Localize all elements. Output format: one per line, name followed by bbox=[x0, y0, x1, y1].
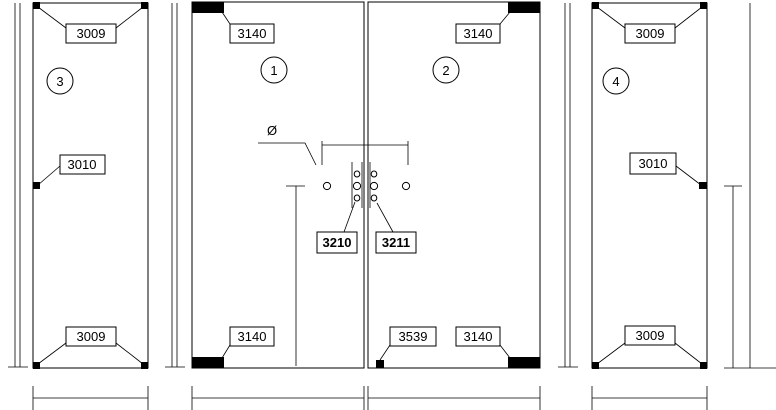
hole-marker bbox=[322, 181, 332, 191]
hole-marker bbox=[370, 194, 378, 202]
bottom-pivot-patch bbox=[508, 357, 540, 368]
door-dimension-right bbox=[558, 3, 578, 368]
handle-label-box bbox=[316, 231, 358, 254]
leader-line bbox=[499, 344, 511, 359]
leader-line bbox=[376, 202, 394, 233]
leader-line bbox=[379, 344, 391, 361]
leader-line bbox=[37, 342, 67, 365]
hinge-clamp bbox=[33, 182, 40, 189]
handle-label-box bbox=[375, 231, 417, 254]
hole-marker bbox=[369, 181, 379, 191]
panel-1: 3140 1 Ø 3210 bbox=[191, 1, 409, 410]
panel-number-circle bbox=[260, 56, 288, 84]
part-label-mid: 3010 bbox=[68, 157, 97, 172]
right-side-dimensions bbox=[724, 3, 776, 369]
bottom-pivot-patch bbox=[192, 357, 224, 368]
hinge-clamp bbox=[699, 182, 707, 189]
leader-line bbox=[115, 6, 144, 29]
part-label-box bbox=[624, 325, 676, 346]
leader-line bbox=[221, 11, 231, 25]
leader-line bbox=[37, 165, 61, 186]
part-label-box bbox=[389, 326, 437, 347]
glass-panel-outline bbox=[591, 2, 708, 369]
panel-number: 3 bbox=[56, 74, 63, 89]
corner-clamp bbox=[700, 2, 707, 9]
top-pivot-patch bbox=[508, 2, 540, 13]
leader-line bbox=[596, 6, 626, 29]
panel-number-circle bbox=[46, 67, 74, 95]
corner-clamp bbox=[592, 362, 599, 369]
glass-panel-outline bbox=[191, 1, 365, 369]
leader-line bbox=[596, 342, 626, 365]
part-label-bottom-right: 3140 bbox=[464, 329, 493, 344]
part-label-box bbox=[629, 152, 677, 175]
panel-number: 2 bbox=[442, 63, 449, 78]
panel-number: 4 bbox=[612, 74, 619, 89]
part-label-bottom: 3009 bbox=[77, 329, 106, 344]
panel-1-bottom-label: 3140 bbox=[221, 326, 275, 359]
corner-clamp bbox=[141, 362, 148, 369]
leader-line bbox=[674, 342, 703, 365]
part-label-box bbox=[59, 154, 106, 175]
part-label-box bbox=[65, 326, 117, 347]
part-label-top: 3140 bbox=[464, 26, 493, 41]
part-label-box bbox=[229, 326, 275, 347]
panel-4: 3009 4 3010 3009 bbox=[591, 2, 708, 410]
part-label-box bbox=[455, 326, 501, 347]
panel-3: 3009 3 3010 3009 bbox=[8, 2, 149, 410]
corner-clamp bbox=[33, 362, 40, 369]
part-label-box bbox=[65, 23, 117, 44]
handle-label: 3210 bbox=[323, 235, 352, 250]
diameter-symbol: Ø bbox=[267, 123, 277, 138]
part-label-top: 3009 bbox=[77, 26, 106, 41]
hole-marker bbox=[401, 181, 411, 191]
glass-panel-outline bbox=[32, 2, 149, 369]
hole-marker bbox=[353, 170, 361, 178]
panel-2: 3140 2 3211 3539 3140 bbox=[367, 1, 541, 410]
hole-marker bbox=[370, 170, 378, 178]
leader-line bbox=[221, 344, 231, 359]
corner-clamp bbox=[700, 362, 707, 369]
leader-line bbox=[115, 342, 144, 365]
part-label-mid: 3010 bbox=[639, 156, 668, 171]
corner-clamp bbox=[592, 2, 599, 9]
panel-number-circle bbox=[602, 67, 630, 95]
part-label-box bbox=[624, 23, 676, 44]
leader-line bbox=[674, 6, 703, 29]
leader-line bbox=[499, 11, 511, 25]
diameter-leader-line bbox=[258, 142, 317, 166]
floor-lock bbox=[376, 360, 384, 368]
leader-line bbox=[37, 6, 67, 29]
panel-number: 1 bbox=[270, 63, 277, 78]
door-dimension-left bbox=[165, 3, 185, 368]
part-label-box bbox=[229, 23, 275, 44]
part-label-bottom: 3140 bbox=[238, 329, 267, 344]
part-label-bottom: 3009 bbox=[636, 328, 665, 343]
handle-label: 3211 bbox=[382, 235, 410, 250]
corner-clamp bbox=[33, 2, 40, 9]
part-label-bottom-left: 3539 bbox=[399, 329, 428, 344]
glass-panel-outline bbox=[367, 1, 541, 369]
leader-line bbox=[675, 165, 702, 186]
part-label-top: 3140 bbox=[238, 26, 267, 41]
hole-marker bbox=[352, 181, 362, 191]
part-label-box bbox=[455, 23, 501, 44]
part-label-top: 3009 bbox=[636, 26, 665, 41]
hole-marker bbox=[353, 194, 361, 202]
panel-number-circle bbox=[432, 56, 460, 84]
top-pivot-patch bbox=[192, 2, 224, 13]
corner-clamp bbox=[141, 2, 148, 9]
leader-line bbox=[343, 201, 356, 233]
